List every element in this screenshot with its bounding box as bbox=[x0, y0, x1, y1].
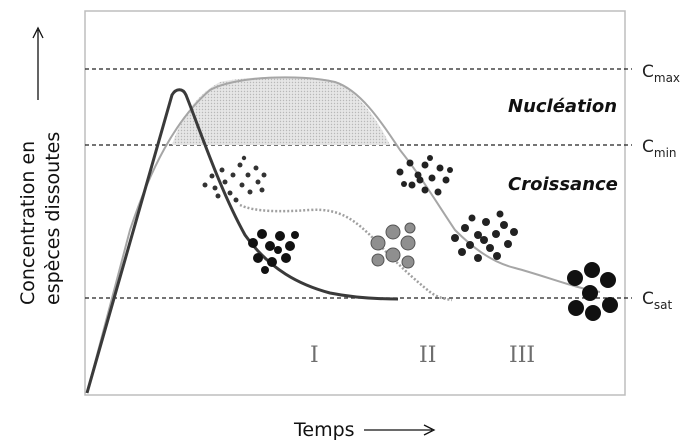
stage-label-3: III bbox=[509, 343, 535, 368]
x-axis-label: Temps bbox=[293, 419, 355, 441]
cmax-label: Cmax bbox=[642, 62, 680, 85]
y-axis-label-line1: Concentration en bbox=[17, 141, 39, 305]
nucleation-shade bbox=[172, 76, 390, 145]
cluster-grey-flower bbox=[370, 222, 416, 269]
cluster-small-left bbox=[202, 155, 267, 203]
cluster-stage3-mid bbox=[451, 210, 518, 262]
stage-label-1: I bbox=[310, 343, 319, 368]
stage-label-2: II bbox=[419, 343, 436, 368]
zone-croissance-label: Croissance bbox=[508, 174, 618, 195]
cluster-large-black bbox=[567, 262, 618, 321]
cluster-stage2-top bbox=[396, 155, 453, 196]
zone-nucleation-label: Nucléation bbox=[508, 96, 617, 117]
cluster-black-dots bbox=[248, 229, 299, 274]
dotted-curve bbox=[239, 203, 453, 302]
csat-label: Csat bbox=[642, 289, 672, 312]
x-axis-arrow bbox=[364, 424, 436, 436]
y-axis-label-line2: espèces dissoutes bbox=[42, 132, 64, 305]
y-axis-label: Concentration en espèces dissoutes bbox=[17, 132, 64, 305]
y-axis-arrow bbox=[32, 26, 44, 100]
light-curve bbox=[86, 76, 601, 394]
dark-curve bbox=[85, 88, 399, 394]
cmin-label: Cmin bbox=[642, 137, 677, 160]
plot-frame bbox=[84, 10, 626, 396]
